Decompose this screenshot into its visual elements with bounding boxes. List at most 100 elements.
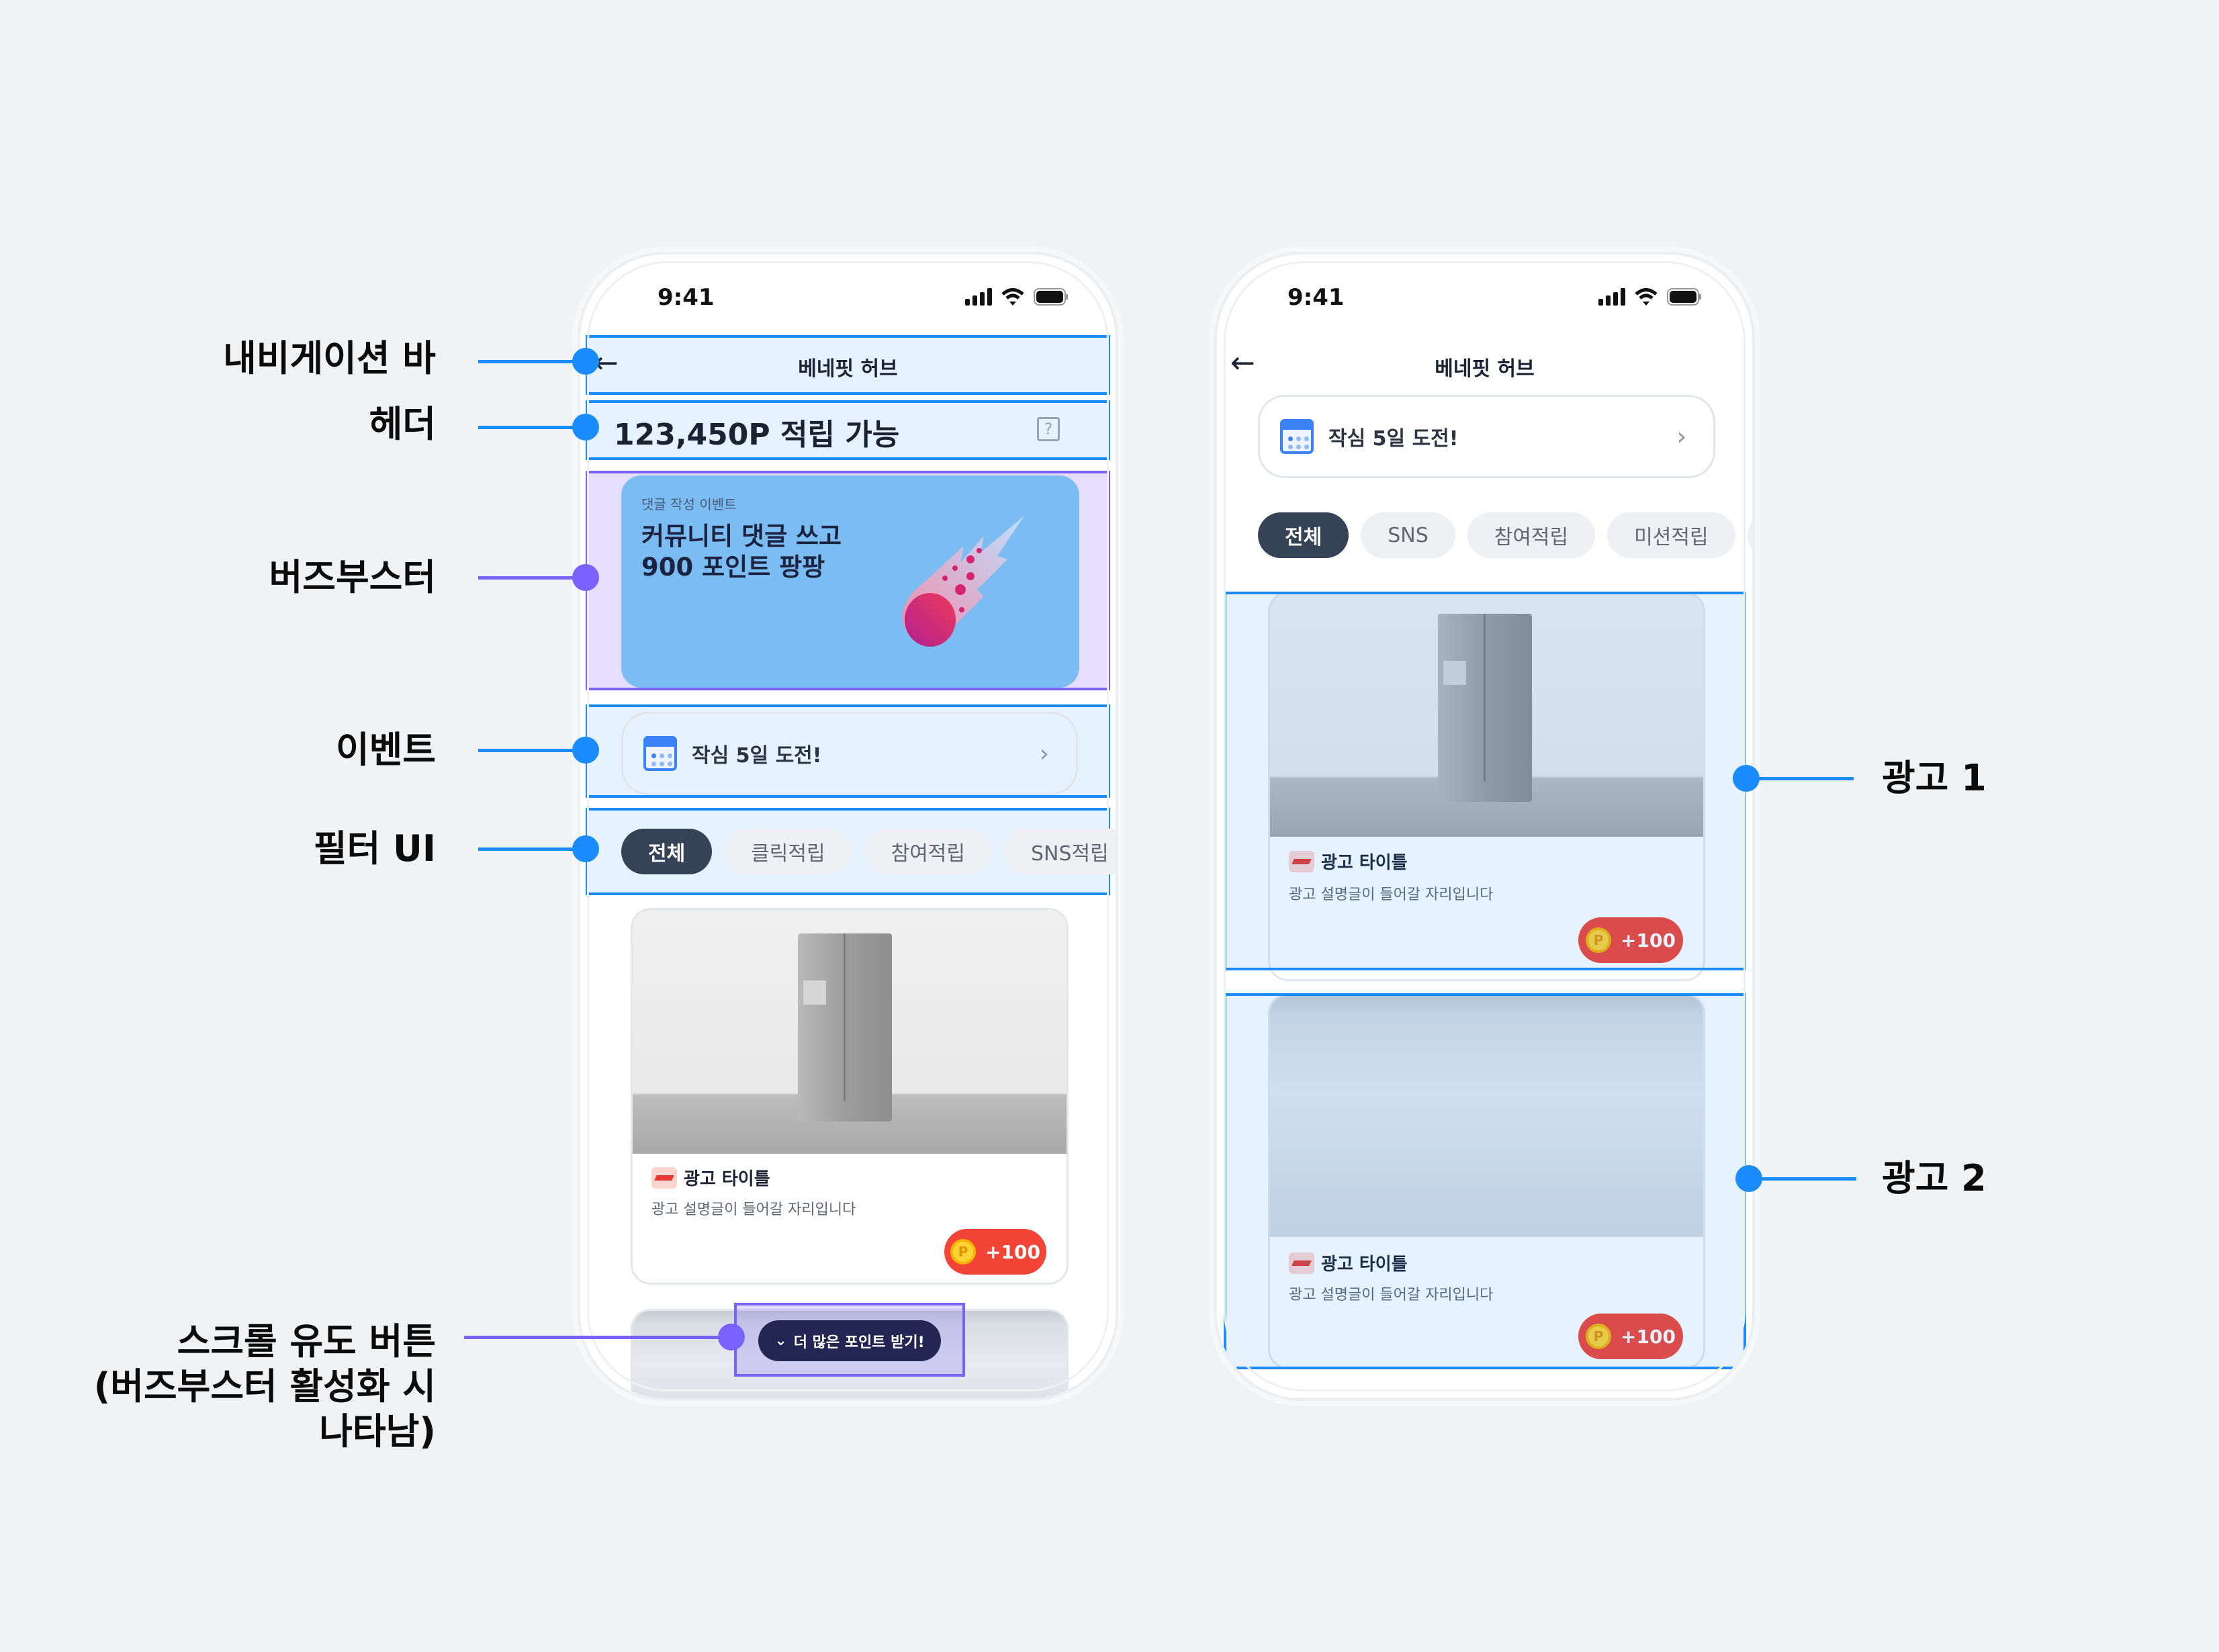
filter-chip-participate[interactable]: 참여적립	[864, 829, 993, 874]
calendar-icon	[643, 736, 677, 771]
connector-dot	[1733, 765, 1760, 792]
status-time: 9:41	[1287, 284, 1345, 311]
point-coin-icon: P	[1586, 927, 1612, 953]
annotation-scroll-button: 스크롤 유도 버튼 (버즈부스터 활성화 시 나타남)	[94, 1319, 436, 1454]
question-bubble-icon[interactable]: ?	[1037, 417, 1060, 441]
ad-card[interactable]: 광고 타이틀 광고 설명글이 들어갈 자리입니다 P +100	[631, 908, 1069, 1285]
event-label: 작심 5일 도전!	[1328, 427, 1459, 451]
ad-description: 광고 설명글이 들어갈 자리입니다	[1289, 1287, 1494, 1303]
ad-image-fridge	[1270, 594, 1703, 837]
status-time: 9:41	[658, 284, 715, 311]
connector-line	[1746, 777, 1854, 780]
annotation-buzz-booster: 버즈부스터	[269, 556, 436, 598]
event-highlight	[586, 704, 1110, 798]
reward-amount: +100	[1621, 1325, 1676, 1348]
filter-chip-shopping[interactable]: 쇼핑	[1747, 512, 1752, 558]
ad-description: 광고 설명글이 들어갈 자리입니다	[651, 1201, 856, 1218]
ad1-highlight	[1224, 592, 1746, 970]
connector-line	[478, 847, 586, 851]
buzz-booster-banner[interactable]: 댓글 작성 이벤트 커뮤니티 댓글 쓰고 900 포인트 팡팡	[621, 475, 1079, 688]
filter-chip-click[interactable]: 클릭적립	[724, 829, 852, 874]
connector-line	[464, 1336, 733, 1339]
filter-chip-sns[interactable]: SNS적립	[1004, 829, 1116, 874]
event-label: 작심 5일 도전!	[692, 744, 822, 768]
nav-title: 베네핏 허브	[1435, 357, 1535, 381]
ad-description: 광고 설명글이 들어갈 자리입니다	[1289, 886, 1494, 903]
filter-chip-participate[interactable]: 참여적립	[1467, 512, 1596, 558]
filter-chips: 전체 SNS 참여적립 미션적립 쇼핑	[1258, 512, 1752, 558]
signal-icon	[1598, 288, 1625, 306]
point-coin-icon: P	[950, 1239, 977, 1265]
double-chevron-down-icon: ⌄	[774, 1332, 787, 1349]
signal-icon	[965, 288, 992, 306]
connector-line	[1749, 1177, 1856, 1181]
header-highlight	[586, 400, 1110, 460]
booster-title-line1: 커뮤니티 댓글 쓰고	[641, 522, 842, 551]
filter-chip-all[interactable]: 전체	[621, 829, 713, 874]
brand-logo-icon	[651, 1166, 677, 1189]
connector-dot	[718, 1324, 745, 1350]
reward-amount: +100	[985, 1240, 1040, 1263]
wifi-icon	[1001, 288, 1024, 306]
nav-bar-highlight	[586, 335, 1110, 395]
connector-dot	[572, 835, 599, 862]
filter-chip-sns[interactable]: SNS	[1361, 512, 1455, 558]
reward-amount: +100	[1621, 929, 1676, 952]
calendar-icon	[1280, 419, 1314, 454]
annotation-filter: 필터 UI	[313, 827, 436, 870]
booster-eyebrow: 댓글 작성 이벤트	[641, 496, 737, 512]
reward-badge[interactable]: P +100	[1578, 1314, 1683, 1359]
connector-line	[478, 749, 586, 752]
wifi-icon	[1635, 288, 1658, 306]
annotation-ad2: 광고 2	[1882, 1157, 1987, 1199]
phone-buzz-booster-state: 9:41 ← 베네핏 허브 123,450P 적립 가능 ? 댓글 작성 이벤트…	[578, 252, 1118, 1401]
event-card[interactable]: 작심 5일 도전! ›	[1258, 395, 1715, 478]
annotation-nav-bar: 내비게이션 바	[223, 337, 436, 379]
annotation-header: 헤더	[369, 403, 436, 445]
back-arrow-icon[interactable]: ←	[1230, 346, 1255, 380]
connector-line	[478, 360, 586, 363]
reward-badge[interactable]: P +100	[1578, 917, 1683, 963]
filter-chips: 전체 클릭적립 참여적립 SNS적립 오	[621, 829, 1116, 874]
ad-image-bed	[1270, 995, 1703, 1237]
brand-logo-icon	[1289, 1252, 1314, 1274]
annotation-scroll-line3: 나타남)	[319, 1410, 436, 1453]
reward-badge[interactable]: P +100	[944, 1229, 1046, 1275]
ad-card-2[interactable]: 광고 타이틀 광고 설명글이 들어갈 자리입니다 P +100	[1268, 993, 1705, 1369]
annotation-scroll-line2: (버즈부스터 활성화 시	[93, 1365, 436, 1408]
ad-card[interactable]	[631, 1309, 1069, 1398]
ad-title: 광고 타이틀	[1321, 1254, 1408, 1275]
connector-dot	[1735, 1165, 1762, 1192]
battery-icon	[1034, 288, 1068, 306]
battery-icon	[1667, 288, 1701, 306]
connector-dot	[572, 348, 599, 375]
chevron-right-icon: ›	[1039, 739, 1049, 768]
more-points-label: 더 많은 포인트 받기!	[793, 1334, 925, 1351]
ad2-highlight	[1224, 993, 1746, 1369]
connector-line	[478, 426, 586, 429]
filter-chip-mission[interactable]: 미션적립	[1607, 512, 1735, 558]
booster-title-line2: 900 포인트 팡팡	[641, 553, 825, 582]
connector-line	[478, 576, 586, 580]
point-coin-icon: P	[1586, 1324, 1612, 1349]
ad-title: 광고 타이틀	[1321, 853, 1408, 873]
filter-chip-all[interactable]: 전체	[1258, 512, 1349, 558]
more-points-button[interactable]: ⌄ 더 많은 포인트 받기!	[758, 1320, 941, 1361]
annotation-scroll-line1: 스크롤 유도 버튼	[177, 1320, 436, 1363]
connector-dot	[572, 737, 599, 764]
chevron-right-icon: ›	[1676, 422, 1686, 451]
connector-dot	[572, 564, 599, 591]
event-card[interactable]: 작심 5일 도전! ›	[621, 712, 1078, 795]
points-header: 123,450P 적립 가능	[614, 418, 900, 452]
ad-title: 광고 타이틀	[684, 1169, 770, 1189]
ad-image-fridge	[633, 910, 1067, 1154]
phone-default-state: 9:41 ← 베네핏 허브 작심 5일 도전! › 전체 SNS 참여적립 미션…	[1214, 252, 1755, 1401]
nav-title: 베네핏 허브	[798, 357, 898, 381]
annotation-event: 이벤트	[335, 729, 436, 771]
annotation-ad1: 광고 1	[1882, 757, 1987, 799]
status-icons	[1598, 288, 1702, 306]
status-icons	[965, 288, 1069, 306]
meteor-icon	[902, 516, 1024, 647]
brand-logo-icon	[1289, 850, 1314, 872]
connector-dot	[572, 414, 599, 441]
